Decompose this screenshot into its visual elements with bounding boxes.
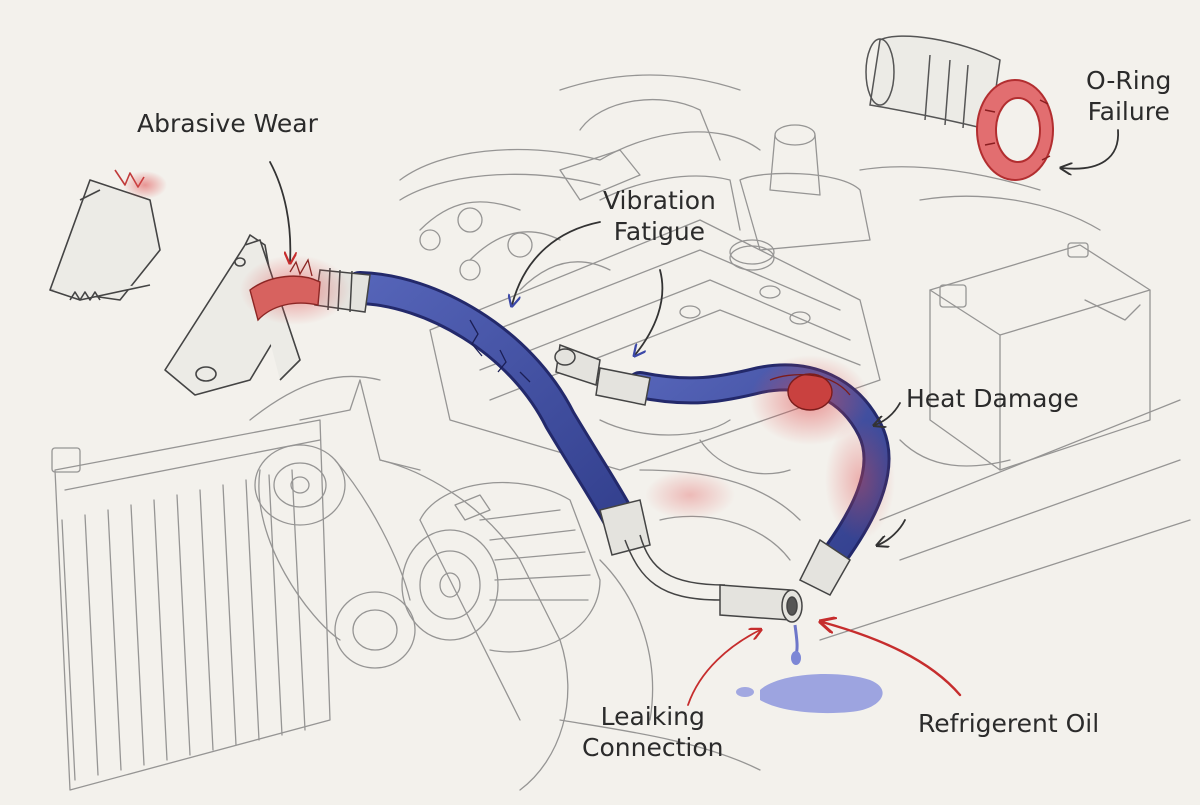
label-o-ring-failure: O-Ring Failure [1086, 65, 1171, 127]
detached-bracket-sketch [49, 169, 161, 301]
o-ring-failure-arrow [1062, 129, 1119, 169]
radiator-sketch [51, 419, 331, 791]
hose-crimp-fittings [314, 267, 651, 556]
ac-compressor-sketch [401, 482, 601, 653]
battery-sketch [929, 242, 1151, 471]
intake-manifold-sketch [399, 74, 761, 291]
label-o-ring-failure-line2: Failure [1087, 97, 1170, 126]
return-hose-fittings [554, 343, 851, 596]
label-vibration-fatigue-line1: Vibration [603, 186, 716, 215]
annotation-arrows [269, 129, 1119, 706]
heat-damage-arrow [875, 402, 901, 425]
main-hose [343, 271, 637, 537]
heat-damage-arrow-lower [878, 519, 906, 545]
leaking-connection-arrow [687, 630, 760, 706]
engine-sketch [51, 74, 1191, 791]
refrigerent-oil-arrow [822, 622, 962, 697]
metal-pipe-lower [624, 534, 803, 623]
label-leaking-connection-line2: Connection [582, 733, 724, 762]
refrigerant-oil-puddle [736, 624, 883, 714]
label-refrigerent-oil: Refrigerent Oil [918, 709, 1100, 738]
label-o-ring-failure-line1: O-Ring [1086, 66, 1172, 95]
bracket-wear-glow [123, 171, 167, 199]
vibration-fatigue-arrow-right [635, 269, 664, 355]
o-ring [976, 79, 1054, 181]
label-vibration-fatigue-line2: Fatigue [613, 217, 706, 246]
vibration-fatigue-arrow-left [512, 221, 601, 305]
label-leaking-connection: Leaiking Connection [582, 701, 723, 763]
frayed-hose-end [249, 258, 321, 322]
label-vibration-fatigue: Vibration Fatigue [603, 185, 716, 247]
label-leaking-connection-line1: Leaiking [600, 702, 705, 731]
label-heat-damage: Heat Damage [906, 384, 1079, 413]
label-abrasive-wear: Abrasive Wear [137, 109, 318, 138]
abrasive-wear-arrow [269, 161, 290, 262]
pulley-sketch [254, 444, 416, 669]
reservoir-sketch [739, 124, 871, 251]
heat-damaged-section [769, 373, 851, 411]
